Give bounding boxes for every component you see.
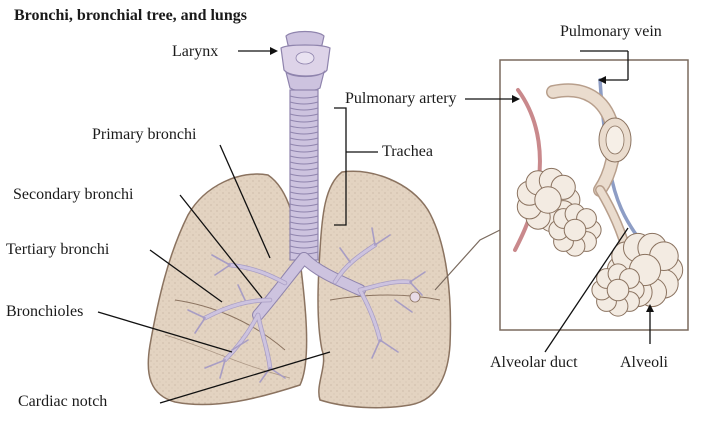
label-pulmonary-vein: Pulmonary vein (560, 23, 662, 41)
label-trachea: Trachea (382, 143, 433, 161)
label-bronchioles: Bronchioles (6, 303, 83, 321)
label-secondary-bronchi: Secondary bronchi (13, 186, 133, 204)
larynx-structure (281, 32, 330, 92)
label-tertiary-bronchi: Tertiary bronchi (6, 241, 109, 259)
label-pulmonary-artery: Pulmonary artery (345, 90, 457, 108)
label-alveoli: Alveoli (620, 354, 668, 372)
trachea-structure (290, 90, 318, 260)
label-alveolar-duct: Alveolar duct (490, 354, 578, 372)
label-cardiac-notch: Cardiac notch (18, 393, 107, 411)
label-larynx: Larynx (172, 43, 218, 61)
right-lung (318, 171, 450, 407)
label-primary-bronchi: Primary bronchi (92, 126, 196, 144)
